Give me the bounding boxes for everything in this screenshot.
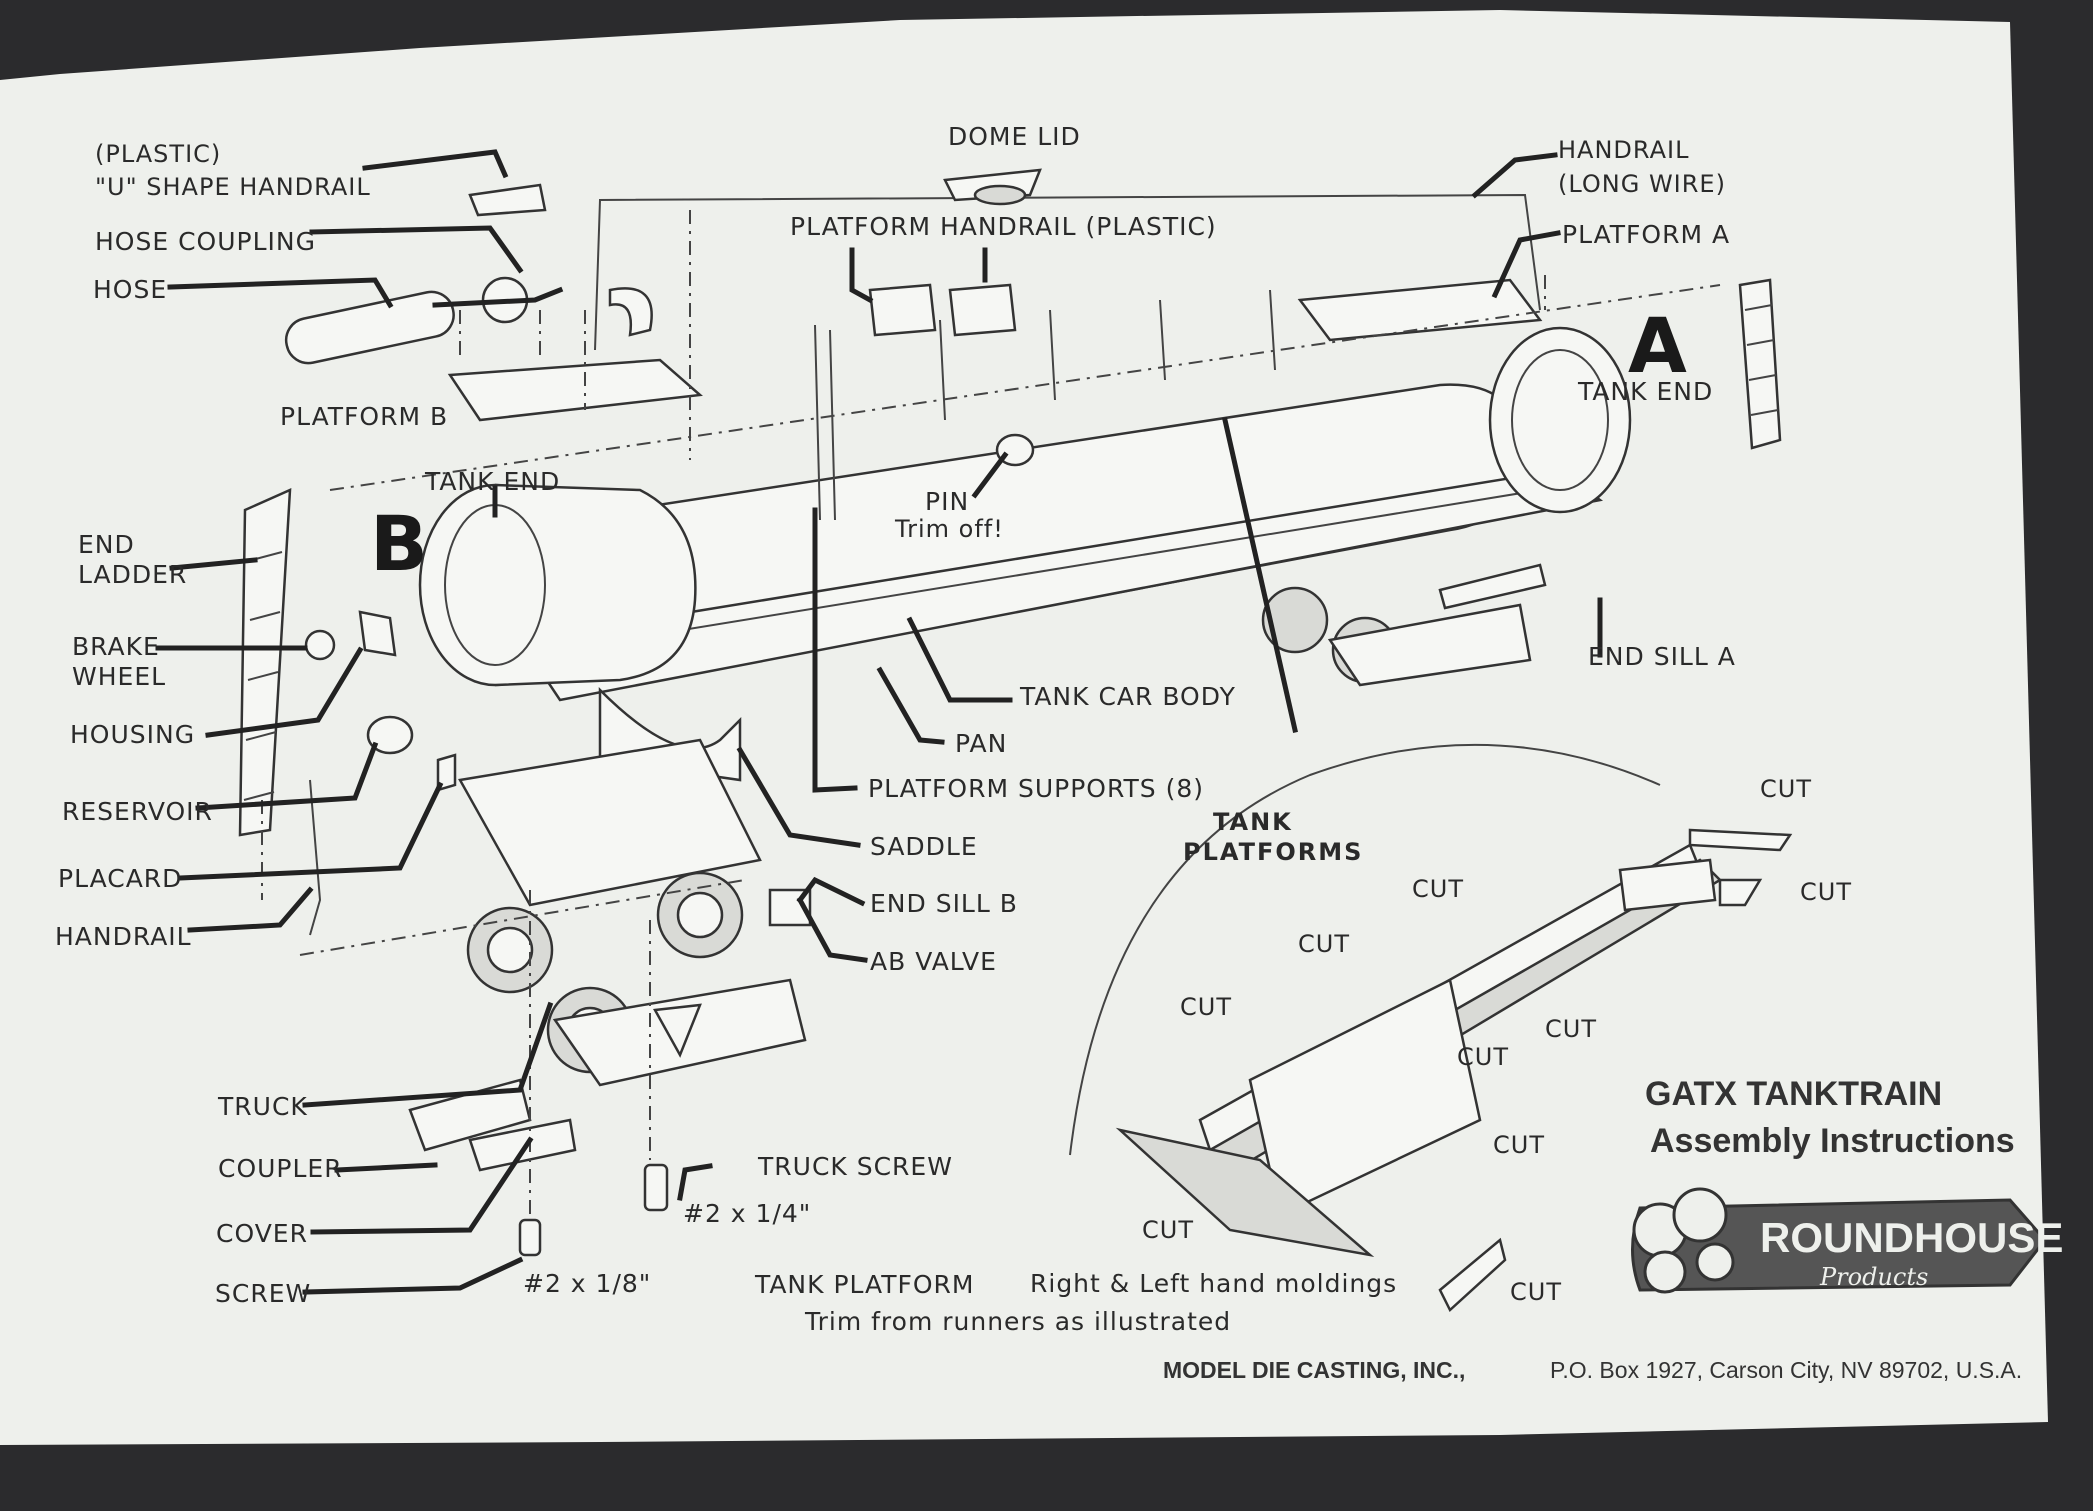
label-end-sill-b: END SILL B	[870, 889, 1018, 918]
label-moldings: Right & Left hand moldings	[1030, 1269, 1397, 1298]
logo-name: ROUNDHOUSE	[1760, 1214, 2063, 1261]
tank-platforms-inset	[1069, 743, 1793, 1313]
label-tank-platform: TANK PLATFORM	[754, 1270, 974, 1299]
label-long-wire: (LONG WIRE)	[1558, 170, 1726, 198]
label-wheel: WHEEL	[72, 662, 166, 691]
label-trim-off: Trim off!	[894, 515, 1004, 543]
part-labels: (PLASTIC) "U" SHAPE HANDRAIL HOSE COUPLI…	[55, 122, 1852, 1336]
label-hose: HOSE	[93, 275, 167, 304]
leader-lines	[155, 149, 1603, 1295]
label-end-a-letter: A	[1628, 301, 1687, 390]
label-screw: SCREW	[215, 1279, 311, 1308]
label-ab-valve: AB VALVE	[870, 947, 997, 976]
label-cut: CUT	[1760, 775, 1812, 803]
label-dome-lid: DOME LID	[948, 122, 1081, 151]
label-cover: COVER	[216, 1219, 308, 1248]
label-handrail-long: HANDRAIL	[1558, 136, 1689, 164]
label-cut: CUT	[1510, 1278, 1562, 1306]
label-end: END	[78, 530, 135, 559]
label-cut: CUT	[1412, 875, 1464, 903]
label-tank-end-a: TANK END	[1577, 377, 1713, 406]
title-line-2: Assembly Instructions	[1650, 1122, 2015, 1160]
label-cut: CUT	[1800, 878, 1852, 906]
label-u-handrail: "U" SHAPE HANDRAIL	[95, 173, 371, 201]
footer-address: P.O. Box 1927, Carson City, NV 89702, U.…	[1550, 1357, 2022, 1383]
label-truck-screw-size: #2 x 1/4"	[683, 1199, 811, 1228]
label-cut: CUT	[1298, 930, 1350, 958]
label-screw-size: #2 x 1/8"	[523, 1269, 651, 1298]
label-brake: BRAKE	[72, 632, 160, 661]
label-saddle: SADDLE	[870, 832, 978, 861]
label-cut: CUT	[1493, 1131, 1545, 1159]
label-tank-end-b: TANK END	[424, 467, 560, 496]
title-line-1: GATX TANKTRAIN	[1645, 1075, 1942, 1113]
footer-company: MODEL DIE CASTING, INC.,	[1163, 1357, 1465, 1383]
label-placard: PLACARD	[58, 864, 182, 893]
logo-script: Products	[1819, 1263, 1928, 1291]
label-cut: CUT	[1180, 993, 1232, 1021]
label-handrail: HANDRAIL	[55, 922, 192, 951]
label-tank-platforms-1: TANK	[1213, 808, 1293, 836]
label-platform-handrail: PLATFORM HANDRAIL (PLASTIC)	[790, 212, 1217, 241]
label-trim-runners: Trim from runners as illustrated	[804, 1307, 1231, 1336]
label-cut: CUT	[1545, 1015, 1597, 1043]
label-coupler: COUPLER	[218, 1154, 343, 1183]
label-platform-b: PLATFORM B	[280, 402, 448, 431]
label-end-sill-a: END SILL A	[1588, 642, 1736, 671]
label-platform-supports: PLATFORM SUPPORTS (8)	[868, 774, 1204, 803]
label-hose-coupling: HOSE COUPLING	[95, 227, 316, 256]
label-cut: CUT	[1142, 1216, 1194, 1244]
label-truck-screw: TRUCK SCREW	[757, 1152, 953, 1181]
label-tank-platforms-2: PLATFORMS	[1183, 838, 1363, 866]
label-tank-car-body: TANK CAR BODY	[1019, 682, 1236, 711]
roundhouse-logo: ROUNDHOUSE Products	[1631, 1187, 2063, 1294]
label-reservoir: RESERVOIR	[62, 797, 213, 826]
label-cut: CUT	[1457, 1043, 1509, 1071]
label-pan: PAN	[955, 729, 1007, 758]
label-truck: TRUCK	[217, 1092, 308, 1121]
label-pin: PIN	[925, 487, 969, 516]
label-end-b-letter: B	[370, 499, 428, 588]
label-plastic: (PLASTIC)	[95, 140, 221, 168]
label-platform-a: PLATFORM A	[1562, 220, 1730, 249]
tank-car-body-drawing	[238, 168, 1782, 1257]
label-ladder: LADDER	[78, 560, 187, 589]
label-housing: HOUSING	[70, 720, 195, 749]
